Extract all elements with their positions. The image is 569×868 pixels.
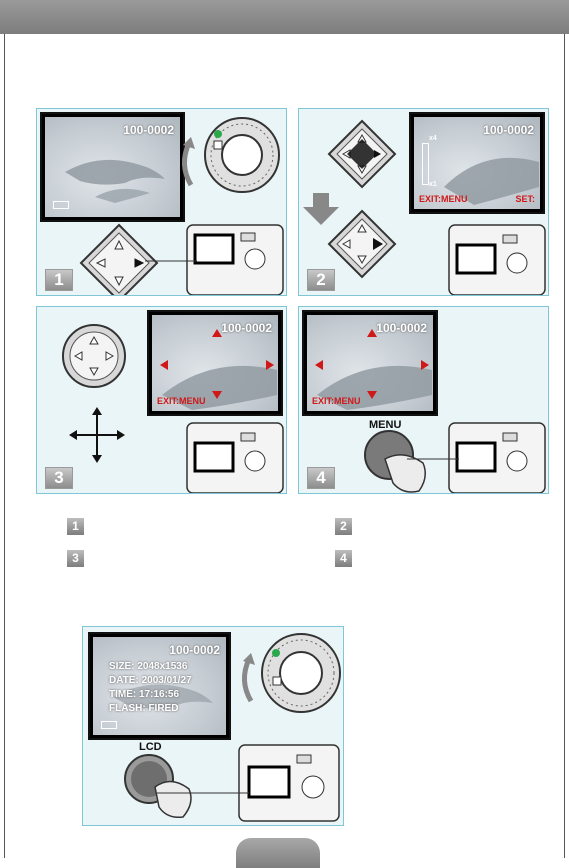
- rotate-arrow-icon: [242, 653, 255, 703]
- file-number: 100-0002: [221, 321, 272, 335]
- pan-arrows-icon: [315, 329, 429, 399]
- navigation-pad-icon: [79, 223, 159, 295]
- zoom-min-label: x1: [429, 181, 437, 188]
- zoomed-photo: 100-0002 EXIT:MENU: [152, 315, 278, 411]
- step-1-badge: 1: [45, 269, 73, 291]
- lcd-screen: 100-0002 x4 x1 EXIT:MENU SET:: [409, 112, 545, 214]
- zoomed-photo: 100-0002 x4 x1 EXIT:MENU SET:: [414, 117, 540, 209]
- lcd-screen: 100-0002 EXIT:MENU: [147, 310, 283, 416]
- dolphin-photo: 100-0002: [45, 117, 180, 217]
- legend-step-3: 3: [67, 550, 84, 567]
- rotate-arrow-icon: [182, 137, 195, 187]
- dolphin-image: [162, 365, 277, 410]
- file-number: 100-0002: [376, 321, 427, 335]
- battery-icon: [53, 201, 69, 209]
- file-number: 100-0002: [483, 123, 534, 137]
- dolphin-image: [113, 684, 213, 709]
- dolphin-image: [444, 157, 539, 205]
- menu-button-icon: [364, 430, 426, 493]
- header-bar: [0, 0, 569, 34]
- step-3-badge: 3: [45, 467, 73, 489]
- navigation-pad-icon: [327, 119, 397, 189]
- zoom-max-label: x4: [429, 135, 437, 142]
- mode-dial-icon: [204, 117, 280, 193]
- step-3-panel: 100-0002 EXIT:MENU 3: [36, 306, 287, 494]
- step-4-badge: 4: [307, 467, 335, 489]
- dolphin-image: [317, 365, 432, 410]
- step-1-panel: 100-0002 1: [36, 108, 287, 296]
- info-size: SIZE: 2048x1536: [109, 661, 188, 672]
- camera-back-icon: [157, 744, 340, 822]
- menu-button-label: MENU: [369, 419, 402, 431]
- camera-back-icon: [448, 224, 546, 295]
- lcd-screen: 100-0002 SIZE: 2048x1536 DATE: 2003/01/2…: [88, 632, 231, 740]
- pan-arrows-icon: [160, 329, 274, 399]
- zoom-scale-bar: [422, 143, 429, 185]
- camera-back-icon: [407, 422, 546, 493]
- file-number: 100-0002: [123, 123, 174, 137]
- step-2-panel: 100-0002 x4 x1 EXIT:MENU SET: 2: [298, 108, 549, 296]
- page-number-tab: [236, 838, 320, 868]
- dolphin-image: [65, 159, 165, 203]
- file-number: 100-0002: [169, 643, 220, 657]
- navigation-pad-icon: [327, 209, 397, 279]
- lcd-button-label: LCD: [139, 741, 162, 753]
- legend-step-4: 4: [335, 550, 352, 567]
- lcd-button-icon: [124, 754, 192, 819]
- navigation-pad-icon: [62, 324, 126, 388]
- battery-icon: [101, 721, 117, 729]
- step-2-badge: 2: [307, 269, 335, 291]
- exit-menu-label: EXIT:MENU: [157, 396, 206, 406]
- frame-line-left: [4, 34, 5, 858]
- camera-back-icon: [145, 224, 284, 295]
- info-time: TIME: 17:16:56: [109, 689, 180, 700]
- exit-menu-label: EXIT:MENU: [419, 194, 468, 204]
- camera-back-icon: [186, 422, 284, 493]
- lcd-screen: 100-0002 EXIT:MENU: [302, 310, 438, 416]
- four-way-arrow-icon: [69, 407, 125, 463]
- exit-menu-label: EXIT:MENU: [312, 396, 361, 406]
- info-date: DATE: 2003/01/27: [109, 675, 192, 686]
- info-display-panel: 100-0002 SIZE: 2048x1536 DATE: 2003/01/2…: [82, 626, 344, 826]
- zoomed-photo: 100-0002 EXIT:MENU: [307, 315, 433, 411]
- lcd-screen: 100-0002: [40, 112, 185, 222]
- set-label: SET:: [515, 194, 535, 204]
- legend-step-2: 2: [335, 518, 352, 535]
- frame-line-right: [564, 34, 565, 858]
- mode-dial-icon: [261, 633, 341, 713]
- legend-step-1: 1: [67, 518, 84, 535]
- dolphin-photo: 100-0002 SIZE: 2048x1536 DATE: 2003/01/2…: [93, 637, 226, 735]
- step-4-panel: 100-0002 EXIT:MENU MENU 4: [298, 306, 549, 494]
- info-flash: FLASH: FIRED: [109, 703, 179, 714]
- down-arrow-icon: [303, 193, 339, 225]
